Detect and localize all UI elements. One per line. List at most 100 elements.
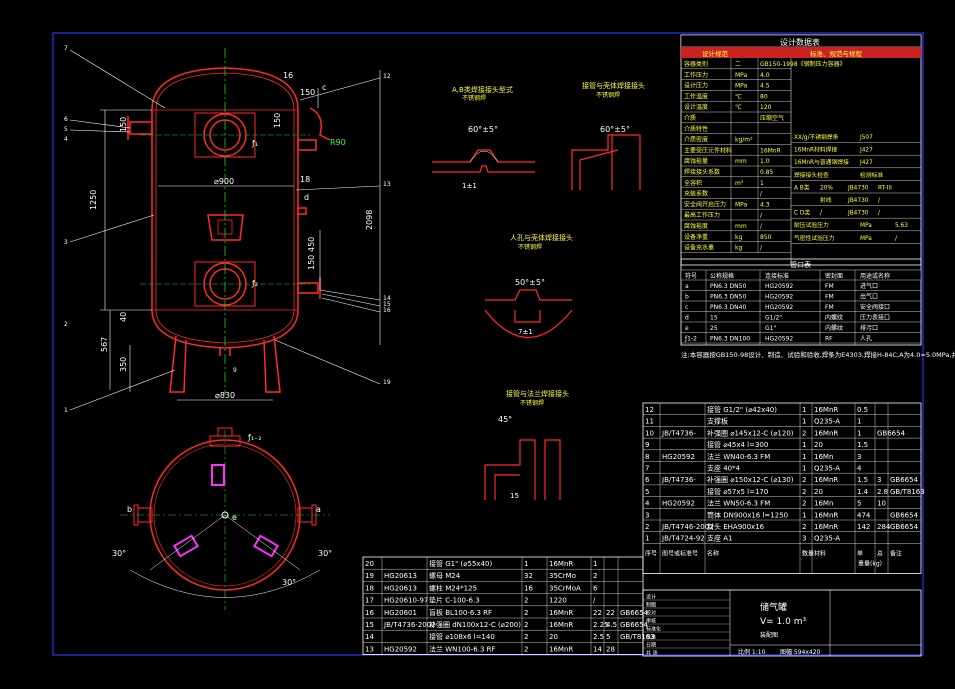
plan-labels: b a e ƒ₁₋₂ 30° 30° 30° xyxy=(112,433,332,587)
leader-num: 14 xyxy=(383,295,391,302)
design-right-cell: 16MnR与普通钢焊接 xyxy=(794,158,849,166)
bom-upper-cell: Q235-A xyxy=(814,418,840,426)
dim-overall-height: 2098 xyxy=(365,210,374,230)
nozzle-table-title: 管口表 xyxy=(790,260,811,269)
bom-lower-cell: 22 xyxy=(593,609,602,617)
weld-detail-1: A,B类焊接接头型式 不锈钢焊 60°±5° 1±1 xyxy=(432,85,535,190)
bom-upper-header: 单 xyxy=(857,549,863,557)
bom-upper-cell: 20 xyxy=(814,441,823,449)
bom-lower-cell: 16MnR xyxy=(549,560,573,568)
bom-upper-cell: GB6654 xyxy=(890,476,919,484)
bom-upper-cell: 法兰 WN40-6.3 FM xyxy=(707,452,770,461)
design-row-value: 4.0 xyxy=(760,72,770,79)
weld-detail-3: 人孔与壳体焊接接头 不锈钢焊 50°±5° 7±1 xyxy=(484,233,573,339)
bom-upper-cell: 法兰 WN50-6.3 FM xyxy=(707,499,770,508)
bom-lower-cell: GB/T8163 xyxy=(620,633,655,641)
design-row-name: 设备净重 xyxy=(684,233,708,241)
design-right-cell: XX/g/不锈钢焊条 xyxy=(794,133,839,141)
bom-upper-cell: 1.4 xyxy=(857,488,869,496)
dim-diameter: ⌀900 xyxy=(214,177,234,186)
design-row-name: 工作压力 xyxy=(684,71,708,79)
bom-upper-cell: HG20592 xyxy=(662,500,695,508)
bom-upper-cell: 7 xyxy=(645,465,649,473)
plan-manhole-right xyxy=(252,534,280,558)
title-block-scale: 比例 1:10 xyxy=(738,648,766,656)
bom-upper-cell: 6 xyxy=(645,476,650,484)
nozzle-cell: HG20592 xyxy=(765,294,793,301)
nozzle-cell: 内螺纹 xyxy=(825,324,843,332)
weld-detail-sub: 不锈钢焊 xyxy=(520,399,544,407)
plan-angle-30a: 30° xyxy=(112,549,126,558)
design-right-cell: / xyxy=(895,236,897,242)
bom-upper-cell: 474 xyxy=(857,511,871,519)
bom-upper-cell: 16MnR xyxy=(814,523,838,531)
bom-lower-cell: HG20613 xyxy=(384,572,417,580)
bom-lower-cell: 16MnR xyxy=(549,645,573,653)
design-right-cell: 20% xyxy=(820,185,833,191)
nozzle-cell: HG20592 xyxy=(765,283,793,290)
nozzle-cell: RF xyxy=(825,336,833,343)
bom-lower-cell: / xyxy=(593,597,596,605)
bom-lower-cell: 补强圈 dN100x12-C (⌀200) xyxy=(429,620,521,629)
bom-upper-cell: GB6654 xyxy=(890,523,919,531)
design-row-name: 最高工作压力 xyxy=(684,211,720,219)
bom-upper-cell: 4 xyxy=(645,500,650,508)
title-block-volume: V= 1.0 m³ xyxy=(760,617,806,627)
title-block-sub: 装配图 xyxy=(760,631,778,639)
label-manhole-f2: ƒ₂ xyxy=(251,279,258,288)
design-row-value: / xyxy=(760,223,763,230)
bom-upper-cell: 接管 ⌀57x5 l=170 xyxy=(707,487,768,496)
design-right-cell: 射线 xyxy=(820,196,832,204)
bom-lower-cell: JB/T4736-2002 xyxy=(383,621,436,629)
design-row-name: 腐蚀裕度 xyxy=(684,222,708,230)
bom-upper-cell: 12 xyxy=(645,406,654,414)
nozzle-cell: G1/2" xyxy=(765,315,782,322)
weld-detail-sub: 不锈钢焊 xyxy=(596,91,620,99)
nozzle-cell: 25 xyxy=(710,325,718,332)
leader-num: 13 xyxy=(383,181,391,188)
bom-upper-cell: GB6654 xyxy=(877,429,906,437)
nozzle-cell: PN6.3 DN40 xyxy=(710,304,746,311)
bom-upper-cell: 2 xyxy=(802,500,806,508)
bom-upper-cell: 16Mn xyxy=(814,453,833,461)
vessel-plan-view xyxy=(120,427,330,610)
bom-lower-cell: 接管 G1" (⌀55x40) xyxy=(429,559,492,568)
bom-upper-header: 名称 xyxy=(707,549,719,557)
title-role: 日期 xyxy=(646,643,656,649)
bom-upper-cell: JB/T4736- xyxy=(661,429,696,437)
bom-upper-cell: JB/T4746-2002 xyxy=(661,523,714,531)
leader-lines xyxy=(69,49,381,411)
bom-upper-cell: 3 xyxy=(802,535,806,543)
bom-upper-cell: 2 xyxy=(802,523,806,531)
design-row-value: 压缩空气 xyxy=(760,114,784,122)
design-row-unit: kg xyxy=(735,245,742,252)
design-right-cell: 气密性试验压力 xyxy=(794,234,835,242)
bom-upper-cell: 接管 G1/2" (⌀42x40) xyxy=(707,405,777,414)
leader-num: 12 xyxy=(383,73,391,80)
weld-detail-angle: 60°±5° xyxy=(600,125,630,134)
bom-lower-cell: 2 xyxy=(524,621,528,629)
bom-upper-cell: 2 xyxy=(802,488,806,496)
bom-upper-header: 数量 xyxy=(802,549,814,557)
bom-lower-cell: 2.25 xyxy=(593,621,609,629)
design-row-unit: mm xyxy=(735,223,747,230)
bom-upper-cell: 1 xyxy=(857,418,861,426)
weld-detail-sub: 不锈钢焊 xyxy=(462,94,486,102)
nozzle-cell: 安全阀接口 xyxy=(860,303,890,311)
design-row-unit: m³ xyxy=(735,180,744,187)
design-right-cell: JB4730 xyxy=(847,211,869,217)
bom-lower-cell: 15 xyxy=(365,621,374,629)
bom-upper-cell: GB6654 xyxy=(890,511,919,519)
bom-upper-cell: 支座 A1 xyxy=(707,534,732,543)
nozzle-cell: a xyxy=(685,283,689,290)
plan-nozzle-top xyxy=(211,464,225,486)
design-row-name: 介质密度 xyxy=(684,136,708,144)
dimension-lines xyxy=(100,70,381,401)
bom-upper-cell: Q235-A xyxy=(814,535,840,543)
design-row-value: 80 xyxy=(760,93,768,100)
bom-upper-cell: 1 xyxy=(802,406,806,414)
weld-detail-title: 接管与法兰焊接接头 xyxy=(506,389,569,398)
